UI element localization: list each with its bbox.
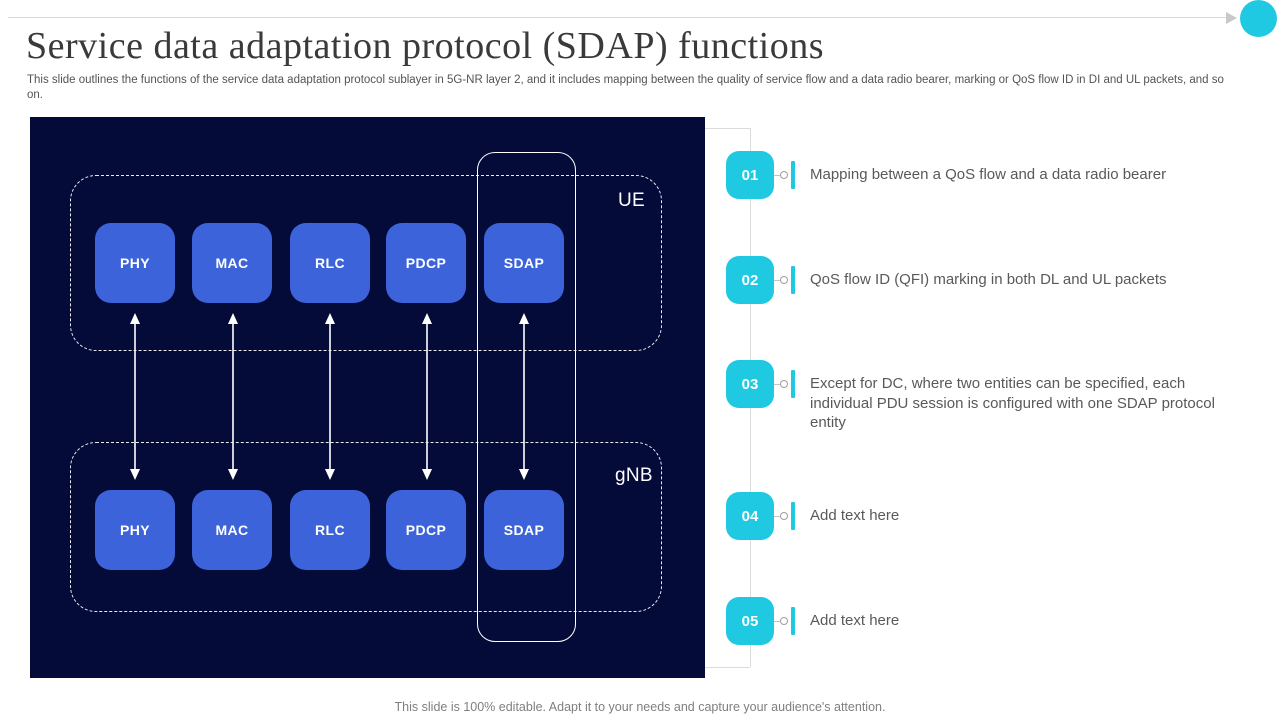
ue-label: UE: [618, 190, 645, 211]
list-item-text-03: Except for DC, where two entities can be…: [810, 375, 1215, 431]
flow-arrow-sdap: [519, 313, 529, 480]
accent-bar: [791, 370, 795, 398]
gnb-label: gNB: [615, 465, 653, 486]
flow-arrow-rlc: [325, 313, 335, 480]
accent-bar: [791, 266, 795, 294]
list-number-badge-05: 05: [726, 597, 774, 645]
ue-layer-sdap: SDAP: [484, 223, 564, 303]
list-number-badge-01: 01: [726, 151, 774, 199]
list-item-text-02: QoS flow ID (QFI) marking in both DL and…: [810, 271, 1167, 288]
list-bracket-top: [705, 128, 750, 129]
corner-accent-circle: [1240, 0, 1277, 37]
list-bracket-bottom: [705, 667, 750, 668]
list-number-badge-03: 03: [726, 360, 774, 408]
gnb-layer-phy: PHY: [95, 490, 175, 570]
connector-dot-icon: [780, 276, 788, 284]
accent-bar: [791, 607, 795, 635]
ue-layer-rlc: RLC: [290, 223, 370, 303]
list-item-text-01: Mapping between a QoS flow and a data ra…: [810, 166, 1167, 183]
page-title: Service data adaptation protocol (SDAP) …: [26, 25, 825, 67]
protocol-stack-diagram: UE gNB PHY MAC RLC PDCP SDAP PHY MAC RLC…: [30, 117, 705, 678]
flow-arrow-phy: [130, 313, 140, 480]
ue-layer-mac: MAC: [192, 223, 272, 303]
accent-bar: [791, 502, 795, 530]
ue-layer-phy: PHY: [95, 223, 175, 303]
list-item-text-04[interactable]: Add text here: [810, 507, 900, 524]
gnb-layer-mac: MAC: [192, 490, 272, 570]
connector-dot-icon: [780, 617, 788, 625]
slide-subtitle: This slide outlines the functions of the…: [27, 74, 1224, 102]
ue-group-outline: [70, 175, 662, 351]
gnb-layer-pdcp: PDCP: [386, 490, 466, 570]
ue-layer-pdcp: PDCP: [386, 223, 466, 303]
gnb-layer-sdap: SDAP: [484, 490, 564, 570]
arrow-right-icon: [1226, 11, 1237, 24]
list-item-text-05[interactable]: Add text here: [810, 612, 900, 629]
connector-dot-icon: [780, 171, 788, 179]
connector-dot-icon: [780, 380, 788, 388]
list-number-badge-04: 04: [726, 492, 774, 540]
sdap-highlight-outline: [477, 152, 576, 642]
list-number-badge-02: 02: [726, 256, 774, 304]
flow-arrow-mac: [228, 313, 238, 480]
flow-arrow-pdcp: [422, 313, 432, 480]
connector-dot-icon: [780, 512, 788, 520]
gnb-layer-rlc: RLC: [290, 490, 370, 570]
accent-bar: [791, 161, 795, 189]
top-divider-line: [8, 17, 1228, 18]
flow-arrows: [130, 313, 529, 480]
footer-note: This slide is 100% editable. Adapt it to…: [394, 700, 886, 714]
gnb-group-outline: [70, 442, 662, 612]
